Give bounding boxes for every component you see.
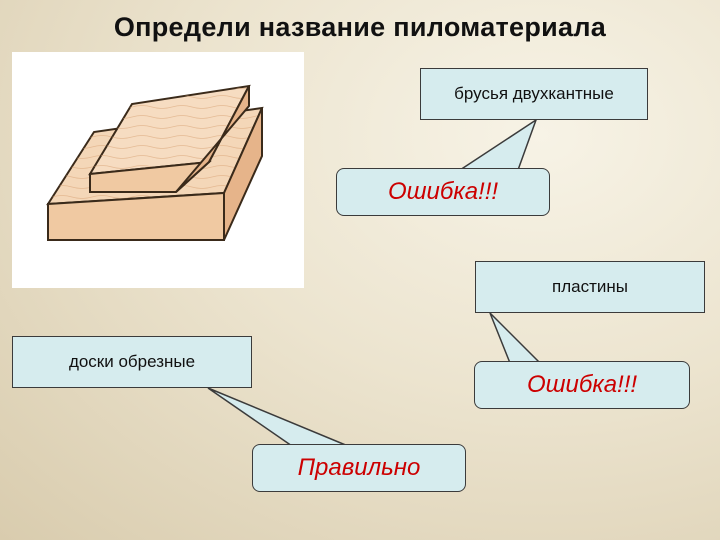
option-plates-button[interactable]: пластины: [475, 261, 705, 313]
option-bars-button[interactable]: брусья двухкантные: [420, 68, 648, 120]
slide-title: Определи название пиломатериала: [113, 12, 607, 42]
callout-pointer-plates: [489, 312, 542, 364]
feedback-bars-error: Ошибка!!!: [336, 168, 550, 216]
lumber-planks-icon: [46, 84, 264, 241]
feedback-plates-error: Ошибка!!!: [474, 361, 690, 409]
option-boards-button[interactable]: доски обрезные: [12, 336, 252, 388]
callout-pointer-bars: [457, 118, 538, 171]
feedback-boards-correct: Правильно: [252, 444, 466, 492]
callout-pointer-boards: [207, 387, 349, 447]
lumber-image: [12, 52, 304, 288]
